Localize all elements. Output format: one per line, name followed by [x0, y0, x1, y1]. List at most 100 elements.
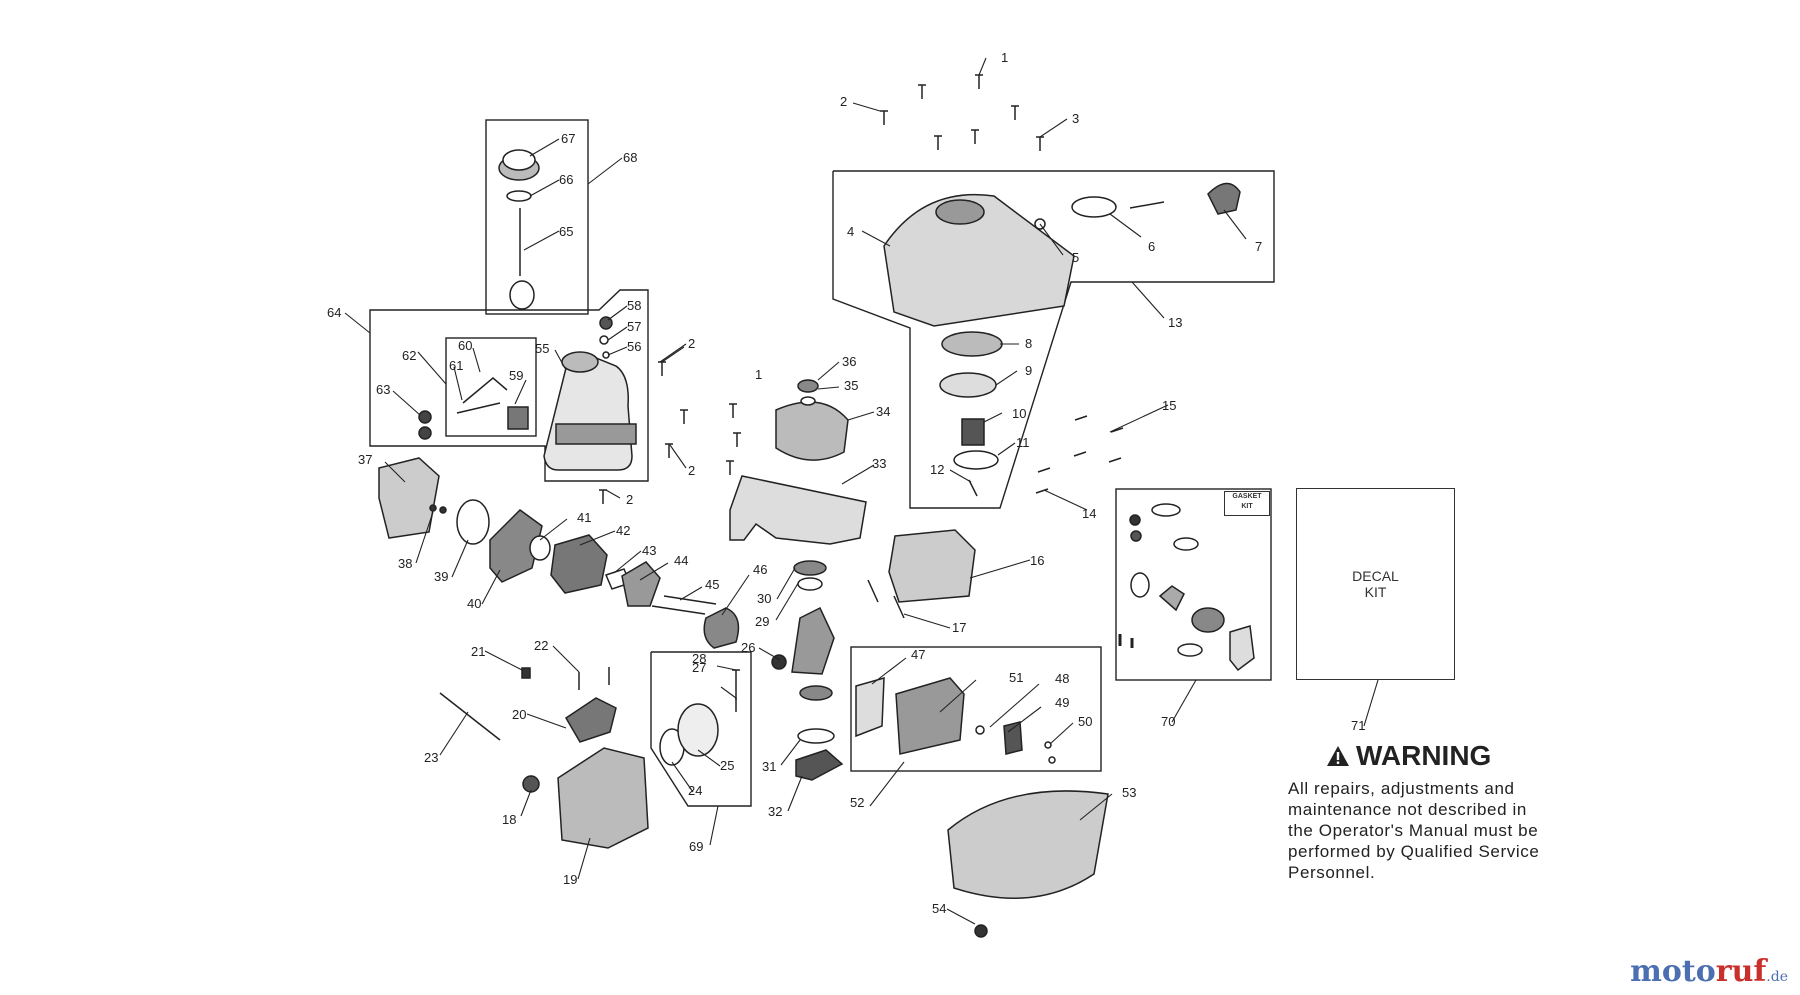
callout-35: 35: [844, 378, 858, 393]
callout-68: 68: [623, 150, 637, 165]
screw-group-top: [880, 74, 1044, 151]
box-13: [832, 170, 1275, 509]
callout-24: 24: [688, 783, 702, 798]
callout-39: 39: [434, 569, 448, 584]
callout-38: 38: [398, 556, 412, 571]
callout-9: 9: [1025, 363, 1032, 378]
gasket-kit-line1: GASKET: [1232, 493, 1262, 500]
box-62: [445, 337, 537, 437]
callout-3: 3: [1072, 111, 1079, 126]
callout-4: 4: [847, 224, 854, 239]
gasket-kit-line2: KIT: [1241, 503, 1253, 510]
callout-50: 50: [1078, 714, 1092, 729]
leader-lines: [344, 57, 1379, 925]
callout-53: 53: [1122, 785, 1136, 800]
callout-51: 51: [1009, 670, 1023, 685]
callout-17: 17: [952, 620, 966, 635]
warning-notice: WARNING All repairs, adjustments and mai…: [1288, 740, 1588, 883]
box-69: [650, 651, 752, 807]
callout-18: 18: [502, 812, 516, 827]
callout-6: 6: [1148, 239, 1155, 254]
callout-27: 27: [692, 660, 706, 675]
warning-text: All repairs, adjustments and maintenance…: [1288, 778, 1588, 883]
callout-22: 22: [534, 638, 548, 653]
callout-19: 19: [563, 872, 577, 887]
callout-64: 64: [327, 305, 341, 320]
callout-55: 55: [535, 341, 549, 356]
callout-59: 59: [509, 368, 523, 383]
callout-54: 54: [932, 901, 946, 916]
callout-labels: 1 2 2 2 2 1 3 4 5 6 7 8 9 10 11 12 13 14…: [327, 50, 1365, 916]
warning-line-2: maintenance not described in: [1288, 800, 1527, 819]
callout-14: 14: [1082, 506, 1096, 521]
callout-57: 57: [627, 319, 641, 334]
callout-11: 11: [1016, 435, 1030, 450]
warning-line-5: Personnel.: [1288, 863, 1376, 882]
callout-46: 46: [753, 562, 767, 577]
warning-line-4: performed by Qualified Service: [1288, 842, 1540, 861]
decal-kit-box: DECAL KIT: [1296, 488, 1455, 680]
callout-30: 30: [757, 591, 771, 606]
callout-12: 12: [930, 462, 944, 477]
callout-8: 8: [1025, 336, 1032, 351]
brand-main: moto: [1630, 954, 1716, 989]
warning-triangle-icon: [1327, 746, 1349, 766]
callout-67: 67: [561, 131, 575, 146]
callout-49: 49: [1055, 695, 1069, 710]
callout-41: 41: [577, 510, 591, 525]
callout-70: 70: [1161, 714, 1175, 729]
callout-33: 33: [872, 456, 886, 471]
callout-43: 43: [642, 543, 656, 558]
callout-60: 60: [458, 338, 472, 353]
callout-56: 56: [627, 339, 641, 354]
box-52: [850, 646, 1102, 772]
callout-62: 62: [402, 348, 416, 363]
callout-32: 32: [768, 804, 782, 819]
warning-line-3: the Operator's Manual must be: [1288, 821, 1539, 840]
brand-watermark: motoruf.de: [1630, 954, 1788, 989]
callout-40: 40: [467, 596, 481, 611]
callout-28: 28: [692, 651, 706, 666]
callout-20: 20: [512, 707, 526, 722]
callout-71: 71: [1351, 718, 1365, 733]
callout-26: 26: [741, 640, 755, 655]
parts: [378, 74, 1255, 938]
box-68: [485, 119, 589, 315]
decal-kit-line2: KIT: [1364, 584, 1387, 600]
brand-accent: ruf: [1715, 954, 1767, 989]
callout-5: 5: [1072, 250, 1079, 265]
gasket-kit-label: GASKET KIT: [1224, 491, 1270, 516]
callout-2b: 2: [688, 336, 695, 351]
warning-title: WARNING: [1356, 740, 1492, 771]
callout-15: 15: [1162, 398, 1176, 413]
callout-52: 52: [850, 795, 864, 810]
callout-45: 45: [705, 577, 719, 592]
callout-44: 44: [674, 553, 688, 568]
box-64: [369, 289, 649, 482]
callout-31: 31: [762, 759, 776, 774]
box-70: [1115, 488, 1272, 681]
callout-1a: 1: [1001, 50, 1008, 65]
callout-29: 29: [755, 614, 769, 629]
callout-36: 36: [842, 354, 856, 369]
callout-25: 25: [720, 758, 734, 773]
callout-10: 10: [1012, 406, 1026, 421]
callout-66: 66: [559, 172, 573, 187]
callout-34: 34: [876, 404, 890, 419]
callout-2d: 2: [626, 492, 633, 507]
callout-16: 16: [1030, 553, 1044, 568]
callout-61: 61: [449, 358, 463, 373]
callout-21: 21: [471, 644, 485, 659]
callout-65: 65: [559, 224, 573, 239]
callout-47: 47: [911, 647, 925, 662]
callout-1b: 1: [755, 367, 762, 382]
group-boxes: [369, 119, 1275, 807]
callout-58: 58: [627, 298, 641, 313]
decal-kit-line1: DECAL: [1352, 568, 1399, 584]
warning-line-1: All repairs, adjustments and: [1288, 779, 1515, 798]
warning-heading: WARNING: [1326, 740, 1588, 772]
callout-2c: 2: [688, 463, 695, 478]
callout-69: 69: [689, 839, 703, 854]
